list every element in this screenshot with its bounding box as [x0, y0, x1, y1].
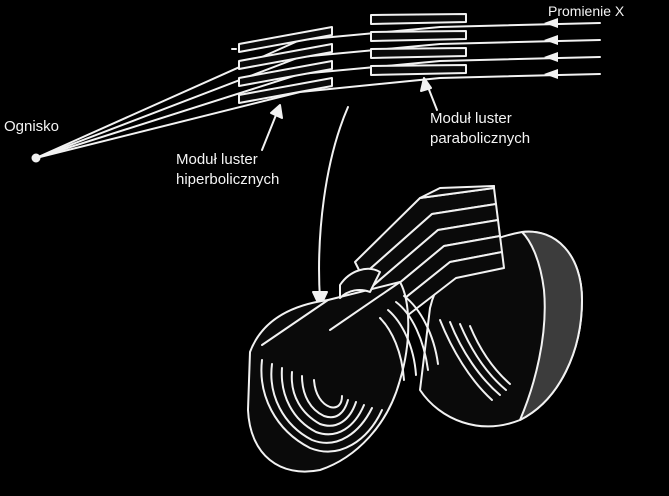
hyperbolic-module-label-line-1: Moduł luster — [176, 151, 258, 168]
leader-lines — [261, 77, 438, 308]
front-shell-line — [290, 371, 357, 427]
hyperbolic-mirror-module — [238, 26, 333, 104]
arrow-icon — [544, 18, 558, 28]
parabolic-mirror-module — [370, 13, 467, 76]
parabolic-module-label-line-2: parabolicznych — [430, 130, 531, 147]
parabolic-mirror — [370, 13, 467, 25]
leader-hyperbolic — [261, 109, 279, 151]
parabolic-module-label-line-1: Moduł luster — [430, 110, 512, 127]
focus-point-icon — [31, 153, 41, 163]
rear-cylinder-shadow — [519, 230, 583, 421]
hyperbolic-module-label-line-2: hiperbolicznych — [176, 171, 280, 188]
hyperbolic-mirror — [238, 77, 333, 104]
front-shell-line — [280, 367, 365, 436]
arrow-icon — [544, 35, 558, 45]
rear-shell-line — [449, 321, 501, 396]
front-face-edge — [329, 281, 401, 331]
junction-line — [379, 317, 405, 381]
front-cylinder-body — [247, 281, 410, 473]
front-shell-line — [301, 375, 349, 419]
junction-notch — [339, 267, 381, 299]
section-junction — [339, 267, 439, 381]
parabolic-mirror — [370, 64, 467, 76]
junction-line — [387, 309, 417, 376]
xray-arrow-icons — [544, 18, 558, 79]
junction-line — [395, 301, 429, 371]
arrow-icon — [544, 69, 558, 79]
parabolic-mirror — [370, 47, 467, 59]
front-cylinder — [247, 281, 410, 473]
arrow-icon — [420, 77, 432, 92]
arrow-icon — [312, 291, 328, 308]
front-inner-core — [313, 379, 343, 409]
focus-label: Ognisko — [4, 118, 60, 135]
front-shell-line — [260, 359, 383, 453]
rear-shell-line — [469, 325, 511, 385]
front-face-edge — [261, 299, 329, 346]
arrow-icon — [270, 104, 283, 119]
rear-cylinder — [419, 230, 583, 428]
xray-label: Promienie X — [548, 3, 625, 19]
mirror-assembly-cutaway — [247, 185, 583, 473]
arrow-icon — [544, 52, 558, 62]
leader-to-cutaway — [318, 106, 349, 301]
ray-4 — [35, 73, 601, 159]
parabolic-mirror — [370, 30, 467, 42]
rear-shell-line — [459, 323, 507, 391]
junction-line — [403, 295, 439, 365]
front-shell-line — [270, 363, 373, 444]
hyperbolic-mirror — [238, 43, 333, 70]
hyperbolic-mirror — [238, 60, 333, 87]
rear-shell-line — [439, 319, 493, 401]
hyperbolic-module-label: Moduł luster hiperbolicznych — [176, 150, 279, 190]
parabolic-module-label: Moduł luster parabolicznych — [430, 109, 530, 149]
hyperbolic-mirror — [238, 26, 333, 53]
